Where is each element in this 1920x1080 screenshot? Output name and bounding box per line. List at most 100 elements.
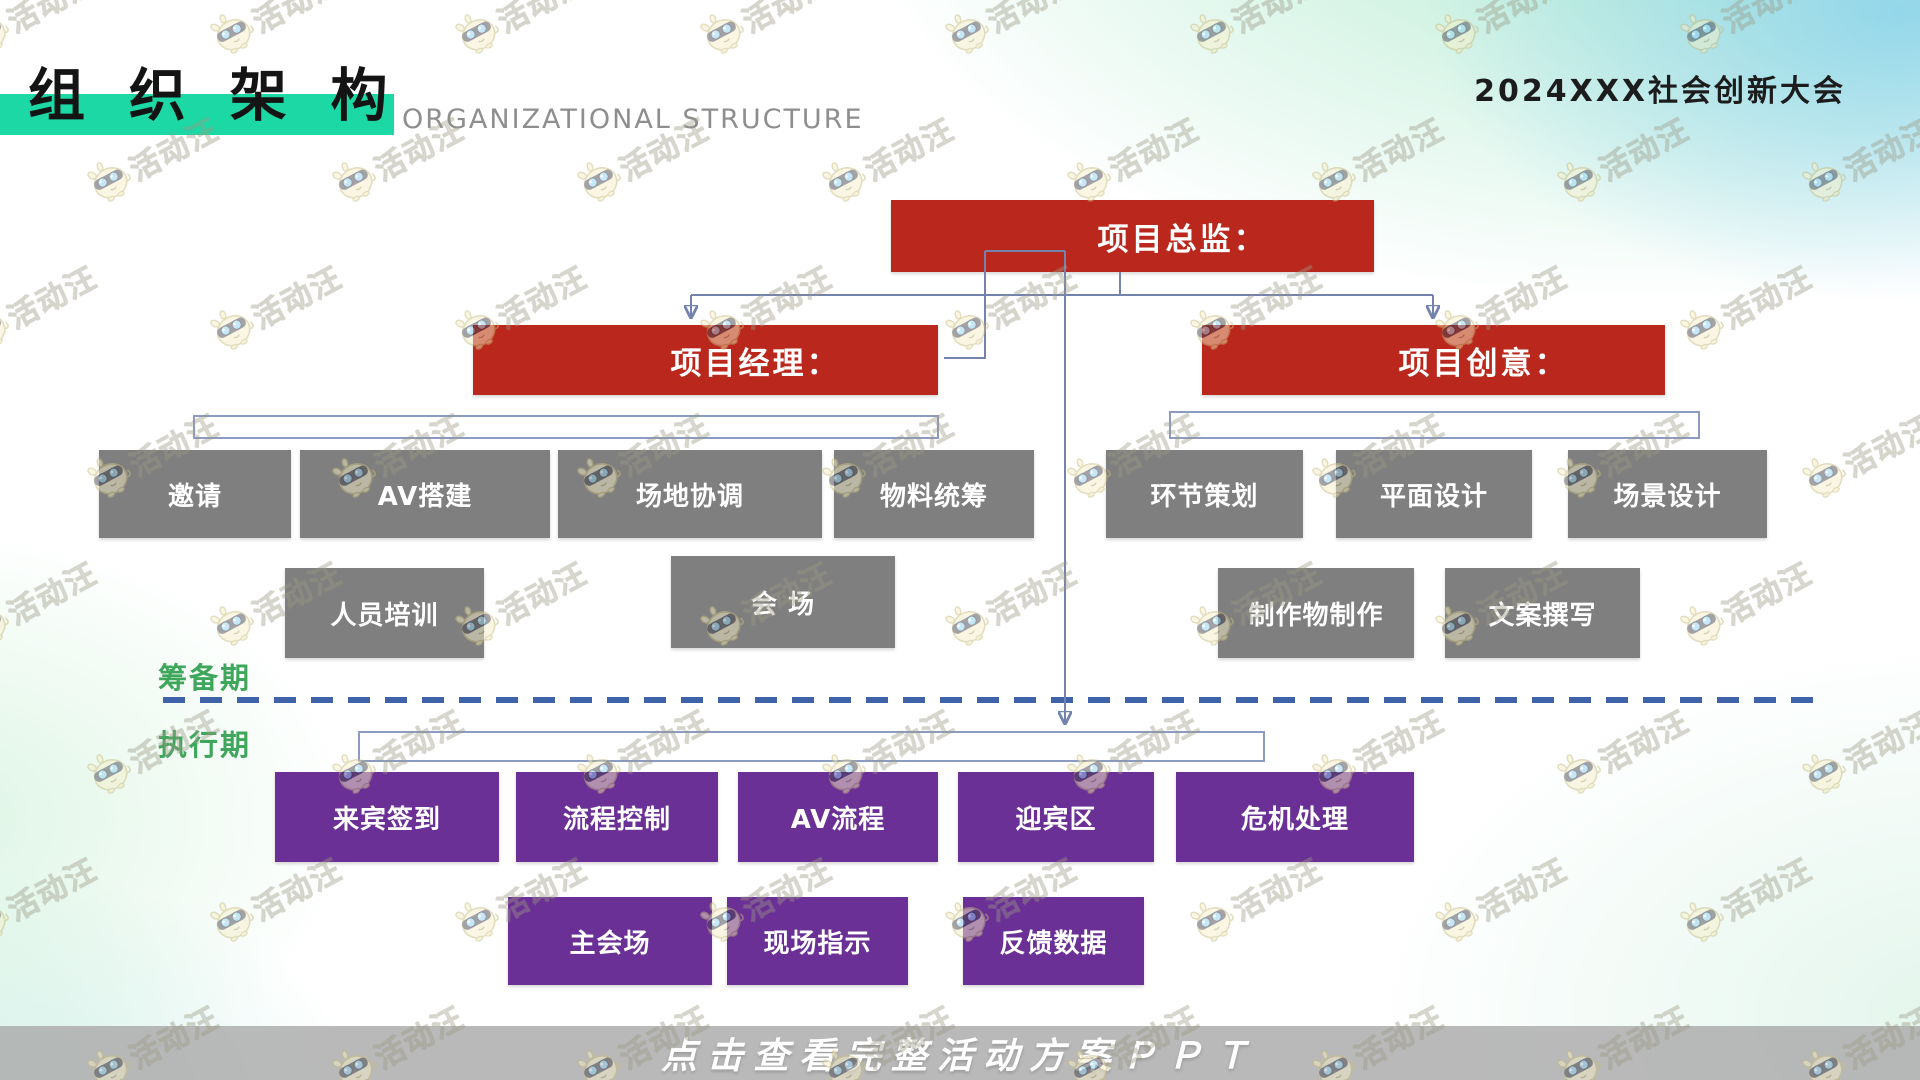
org-box-graphic-design: 平面设计 <box>1336 450 1532 538</box>
watermark-item: 活动汪 <box>1428 845 1574 951</box>
org-box-av-process: AV流程 <box>738 772 938 862</box>
org-box-venue-coordination: 场地协调 <box>558 450 822 538</box>
org-box-project-creative: 项目创意： <box>1202 325 1665 395</box>
org-box-av-setup: AV搭建 <box>300 450 550 538</box>
watermark-item: 活动汪 <box>448 0 594 63</box>
watermark-text: 活动汪 <box>1717 556 1819 633</box>
watermark-text: 活动汪 <box>2 0 104 41</box>
watermark-item: 活动汪 <box>203 253 349 359</box>
mascot-icon <box>0 595 17 655</box>
watermark-item: 活动汪 <box>1673 0 1819 63</box>
watermark-text: 活动汪 <box>492 0 594 41</box>
watermark-text: 活动汪 <box>1594 704 1696 781</box>
mascot-icon <box>0 3 17 63</box>
org-box-crisis-handling: 危机处理 <box>1176 772 1414 862</box>
watermark-item: 活动汪 <box>0 253 104 359</box>
mascot-icon <box>1673 299 1733 359</box>
mascot-icon <box>1795 743 1855 803</box>
watermark-item: 活动汪 <box>1550 697 1696 803</box>
mascot-icon <box>815 151 875 211</box>
mascot-icon <box>938 3 998 63</box>
watermark-item: 活动汪 <box>1795 401 1920 507</box>
phase-divider-line <box>163 697 1813 703</box>
watermark-text: 活动汪 <box>1717 260 1819 337</box>
phase-label-execution: 执行期 <box>158 728 252 762</box>
mascot-icon <box>0 299 17 359</box>
watermark-text: 活动汪 <box>1717 852 1819 929</box>
watermark-text: 活动汪 <box>737 0 839 41</box>
watermark-item: 活动汪 <box>1673 253 1819 359</box>
bracket-creative-group <box>1169 411 1700 439</box>
mascot-icon <box>1673 3 1733 63</box>
mascot-icon <box>203 891 263 951</box>
mascot-icon <box>1428 3 1488 63</box>
watermark-item: 活动汪 <box>1305 105 1451 211</box>
watermark-item: 活动汪 <box>1673 845 1819 951</box>
bracket-manager-group <box>193 415 939 439</box>
org-box-production-making: 制作物制作 <box>1218 568 1414 658</box>
mascot-icon <box>1795 151 1855 211</box>
watermark-text: 活动汪 <box>1717 0 1819 41</box>
mascot-icon <box>1428 891 1488 951</box>
watermark-text: 活动汪 <box>492 556 594 633</box>
watermark-item: 活动汪 <box>0 845 104 951</box>
watermark-text: 活动汪 <box>1104 112 1206 189</box>
org-box-invitation: 邀请 <box>99 450 291 538</box>
watermark-text: 活动汪 <box>1594 112 1696 189</box>
mascot-icon <box>448 3 508 63</box>
watermark-item: 活动汪 <box>938 0 1084 63</box>
mascot-icon <box>938 299 998 359</box>
org-box-venue: 会 场 <box>671 556 895 648</box>
watermark-text: 活动汪 <box>859 112 961 189</box>
mascot-icon <box>1795 447 1855 507</box>
phase-label-preparation: 筹备期 <box>158 661 252 695</box>
org-box-project-director: 项目总监： <box>891 200 1374 272</box>
org-box-welcome-area: 迎宾区 <box>958 772 1154 862</box>
watermark-text: 活动汪 <box>247 260 349 337</box>
mascot-icon <box>203 299 263 359</box>
watermark-text: 活动汪 <box>2 556 104 633</box>
page-subtitle: ORGANIZATIONAL STRUCTURE <box>402 104 864 135</box>
mascot-icon <box>80 151 140 211</box>
mascot-icon <box>448 891 508 951</box>
watermark-text: 活动汪 <box>1839 112 1920 189</box>
mascot-icon <box>1183 3 1243 63</box>
org-box-materials-planning: 物料统筹 <box>834 450 1034 538</box>
watermark-item: 活动汪 <box>1795 105 1920 211</box>
watermark-item: 活动汪 <box>938 549 1084 655</box>
page-title: 组 织 架 构 <box>28 63 400 129</box>
bracket-execution-group <box>358 731 1265 762</box>
watermark-text: 活动汪 <box>2 852 104 929</box>
watermark-item: 活动汪 <box>0 549 104 655</box>
org-box-feedback-data: 反馈数据 <box>963 897 1144 985</box>
mascot-icon <box>203 595 263 655</box>
org-box-project-manager: 项目经理： <box>473 325 938 395</box>
watermark-text: 活动汪 <box>982 0 1084 41</box>
watermark-item: 活动汪 <box>1550 105 1696 211</box>
watermark-text: 活动汪 <box>982 556 1084 633</box>
watermark-text: 活动汪 <box>1839 704 1920 781</box>
watermark-item: 活动汪 <box>1673 549 1819 655</box>
footer-cta-text: 点击查看完整活动方案ＰＰＴ <box>660 1036 1259 1077</box>
watermark-item: 活动汪 <box>1060 105 1206 211</box>
mascot-icon <box>1673 891 1733 951</box>
watermark-text: 活动汪 <box>1839 408 1920 485</box>
watermark-item: 活动汪 <box>1428 0 1574 63</box>
watermark-text: 活动汪 <box>1472 0 1574 41</box>
org-box-onsite-signage: 现场指示 <box>727 897 908 985</box>
watermark-text: 活动汪 <box>1472 852 1574 929</box>
mascot-icon <box>938 595 998 655</box>
org-box-guest-checkin: 来宾签到 <box>275 772 499 862</box>
org-box-copywriting: 文案撰写 <box>1445 568 1640 658</box>
org-box-process-control: 流程控制 <box>516 772 718 862</box>
watermark-text: 活动汪 <box>1227 0 1329 41</box>
event-title: 2024XXX社会创新大会 <box>1474 74 1846 109</box>
watermark-text: 活动汪 <box>1349 112 1451 189</box>
mascot-icon <box>570 151 630 211</box>
title-highlight-bar <box>0 94 394 135</box>
footer-cta-bar[interactable]: 点击查看完整活动方案ＰＰＴ <box>0 1026 1920 1080</box>
mascot-icon <box>80 743 140 803</box>
